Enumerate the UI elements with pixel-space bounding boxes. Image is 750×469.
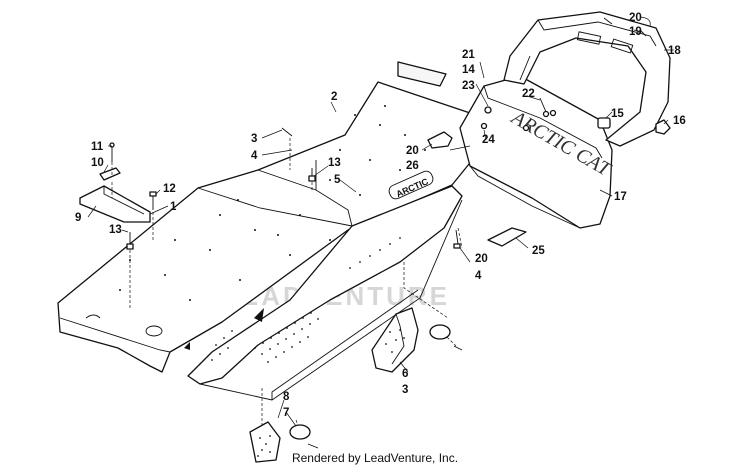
callout-15: 15: [611, 108, 624, 120]
fastener-part-16[interactable]: [655, 119, 671, 135]
callout-8: 8: [283, 391, 290, 403]
callout-leaders: [87, 16, 674, 427]
reflector-part-25[interactable]: [487, 227, 527, 247]
callout-3: 3: [402, 384, 408, 396]
callout-11: 11: [91, 141, 104, 153]
nut-part-23[interactable]: [484, 106, 492, 114]
callout-2: 2: [331, 91, 337, 103]
washer-part-7[interactable]: [289, 424, 319, 449]
callout-14: 14: [462, 64, 475, 76]
bolt-part-20-top[interactable]: [603, 17, 647, 37]
rivet-part-13[interactable]: [126, 232, 134, 250]
callout-labels: 20 19 18 21 14 23 22 15 16 24 2 3 4 20 2…: [75, 12, 686, 419]
bolt-part-20-lower[interactable]: [453, 229, 461, 249]
callout-24: 24: [482, 134, 495, 146]
clip-part-10[interactable]: [99, 167, 121, 181]
direction-arrow-marker: [254, 308, 264, 322]
callout-20: 20: [475, 253, 488, 265]
direction-arrow-marker: [184, 342, 190, 350]
bracket-part-26[interactable]: [427, 131, 453, 149]
clip-part-15[interactable]: [597, 117, 611, 129]
callout-21: 21: [462, 49, 475, 61]
callout-3: 3: [251, 133, 257, 145]
floor-rivets: [119, 105, 426, 301]
render-credit: Rendered by LeadVenture, Inc.: [291, 451, 459, 465]
bolt-part-12[interactable]: [149, 191, 157, 210]
callout-13: 13: [109, 224, 122, 236]
callout-19: 19: [629, 26, 642, 38]
callout-17: 17: [614, 191, 627, 203]
callout-25: 25: [532, 245, 545, 257]
callout-5: 5: [334, 174, 341, 186]
rear-bumper-part-17[interactable]: ARCTIC CAT: [459, 75, 616, 229]
callout-26: 26: [406, 160, 419, 172]
foot-plate-part-8[interactable]: [249, 421, 281, 463]
screw-part-3-top[interactable]: [281, 127, 293, 137]
callout-7: 7: [283, 407, 289, 419]
running-board-perforations: [211, 237, 401, 363]
bracket-part-9[interactable]: [79, 185, 151, 223]
callout-9: 9: [75, 212, 81, 224]
callout-6: 6: [402, 368, 408, 380]
rivet-part-13-top[interactable]: [308, 168, 316, 182]
washer-part-6[interactable]: [429, 324, 463, 351]
bolt-part-22[interactable]: [539, 97, 550, 118]
callout-16: 16: [673, 115, 686, 127]
washer-part-24[interactable]: [480, 122, 488, 130]
callout-13: 13: [328, 157, 341, 169]
decal-part-21[interactable]: [397, 61, 447, 87]
callout-1: 1: [170, 201, 177, 213]
callout-10: 10: [91, 157, 104, 169]
callout-12: 12: [163, 183, 176, 195]
grab-handle-part-18[interactable]: [503, 11, 671, 147]
callout-22: 22: [522, 88, 535, 100]
callout-23: 23: [462, 80, 475, 92]
callout-18: 18: [668, 45, 681, 57]
callout-4: 4: [475, 270, 482, 282]
foot-rest-part-6[interactable]: [371, 307, 419, 373]
callout-4: 4: [251, 150, 258, 162]
callout-20: 20: [406, 145, 419, 157]
callout-20: 20: [629, 12, 642, 24]
